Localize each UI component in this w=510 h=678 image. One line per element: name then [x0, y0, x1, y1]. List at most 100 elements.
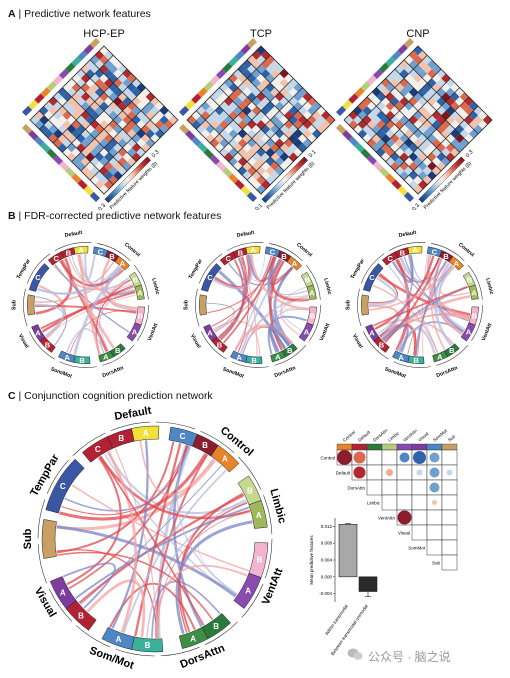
segment-letter: A: [222, 455, 228, 464]
heatmap-grid-line: [366, 68, 442, 144]
segment-letter: B: [247, 487, 253, 496]
chord-segment: [248, 500, 268, 529]
network-strip: [403, 191, 414, 202]
outer-ring: [23, 242, 149, 368]
network-strip: [197, 142, 208, 153]
heatmap-grid-line: [237, 96, 313, 172]
chord-link: [59, 453, 208, 521]
heatmap-grid-line: [89, 105, 165, 181]
heatmap-grid-line: [39, 110, 114, 185]
chord-segment: [432, 350, 448, 363]
network-strip: [59, 68, 70, 79]
heatmap-grid-line: [246, 105, 322, 181]
chord-link: [239, 254, 266, 281]
matrix-dot: [429, 452, 440, 463]
matrix-col-label: Limbic: [387, 430, 401, 443]
network-strip: [360, 81, 371, 92]
network-strip: [203, 81, 214, 92]
network-strip: [28, 99, 39, 110]
heatmap-grid-line: [80, 68, 156, 144]
network-label: Limbic: [484, 278, 494, 296]
chord-link: [280, 286, 306, 331]
heatmap-grid-line: [237, 68, 313, 144]
y-axis-label: Mean predictive features: [309, 535, 314, 585]
chord-link: [382, 324, 409, 353]
segment-letter: A: [190, 634, 196, 643]
heatmap-grid-line: [52, 96, 128, 172]
chord-link: [373, 285, 468, 327]
network-label: Sub: [345, 300, 351, 310]
chord-link: [56, 549, 158, 638]
segment-letter: B: [109, 252, 115, 261]
chord-link: [107, 450, 138, 633]
segment-letter: A: [78, 246, 84, 255]
matrix-row-label: Control: [320, 456, 335, 461]
segment-letter: B: [379, 341, 385, 350]
segment-letter: A: [466, 328, 472, 337]
chord-link: [99, 456, 205, 626]
chord-segment: [203, 324, 218, 342]
matrix-col-color: [396, 443, 413, 451]
segment-letter: A: [309, 288, 315, 297]
chord-link: [269, 260, 285, 351]
chord-link: [441, 312, 470, 335]
watermark-text: 公众号 · 脑之说: [368, 650, 451, 664]
network-strip: [209, 154, 220, 165]
segment-letter: B: [310, 311, 316, 320]
segment-letter: C: [54, 254, 60, 263]
network-strip: [40, 142, 51, 153]
chord-segment: [270, 350, 286, 363]
segment-letter: B: [449, 346, 455, 355]
heatmap-grid-line: [366, 96, 442, 172]
network-strip: [228, 173, 239, 184]
network-label: Control: [457, 242, 475, 259]
chord-segment: [407, 246, 423, 255]
chord-link: [56, 441, 175, 554]
chord-link: [134, 442, 182, 637]
network-strip: [209, 75, 220, 86]
segment-letter: A: [250, 246, 256, 255]
network-strip: [65, 62, 76, 73]
y-tick-label: 0.004: [321, 558, 333, 563]
network-strip: [46, 81, 57, 92]
chord-link: [368, 276, 398, 306]
matrix-dot: [353, 451, 366, 464]
chord-segment: [49, 576, 77, 609]
segment-letter: B: [118, 434, 124, 443]
segment-letter: A: [137, 288, 143, 297]
colorbar-bar: [418, 156, 466, 204]
network-strip: [185, 99, 196, 110]
chord-segment: [41, 519, 57, 559]
matrix-cell: [426, 539, 443, 556]
heatmap-grid-line: [71, 87, 146, 162]
chord-link: [77, 254, 101, 355]
chord-link: [280, 298, 309, 336]
matrix-cell: [366, 479, 383, 496]
outer-ring: [37, 421, 273, 657]
colorbar-min: -0.3: [96, 203, 107, 210]
network-label: Sub: [183, 300, 189, 310]
segment-letter: B: [467, 276, 473, 285]
chord-link: [223, 256, 275, 344]
network-label: TempPar: [188, 258, 204, 280]
network-label: VentAtt: [319, 322, 332, 341]
chord-link: [178, 502, 248, 633]
section-c-title: C | Conjunction cognition prediction net…: [8, 390, 213, 402]
matrix-col-label: Sub: [447, 433, 457, 442]
network-strip: [40, 87, 51, 98]
segment-letter: C: [369, 273, 375, 282]
segment-letter: B: [305, 276, 311, 285]
heatmap-grid-line: [80, 96, 156, 172]
network-strip: [71, 56, 82, 67]
segment-letter: A: [35, 329, 41, 338]
chord-segment: [31, 324, 46, 342]
heatmap-grid-line: [376, 87, 451, 162]
matrix-cell: [396, 464, 413, 481]
segment-letter: B: [400, 248, 406, 257]
segment-letter: A: [304, 328, 310, 337]
network-strip: [89, 191, 100, 202]
matrix-col-label: VentAttn: [402, 428, 419, 443]
chord-link: [84, 253, 96, 281]
network-label: TempPar: [350, 258, 366, 280]
